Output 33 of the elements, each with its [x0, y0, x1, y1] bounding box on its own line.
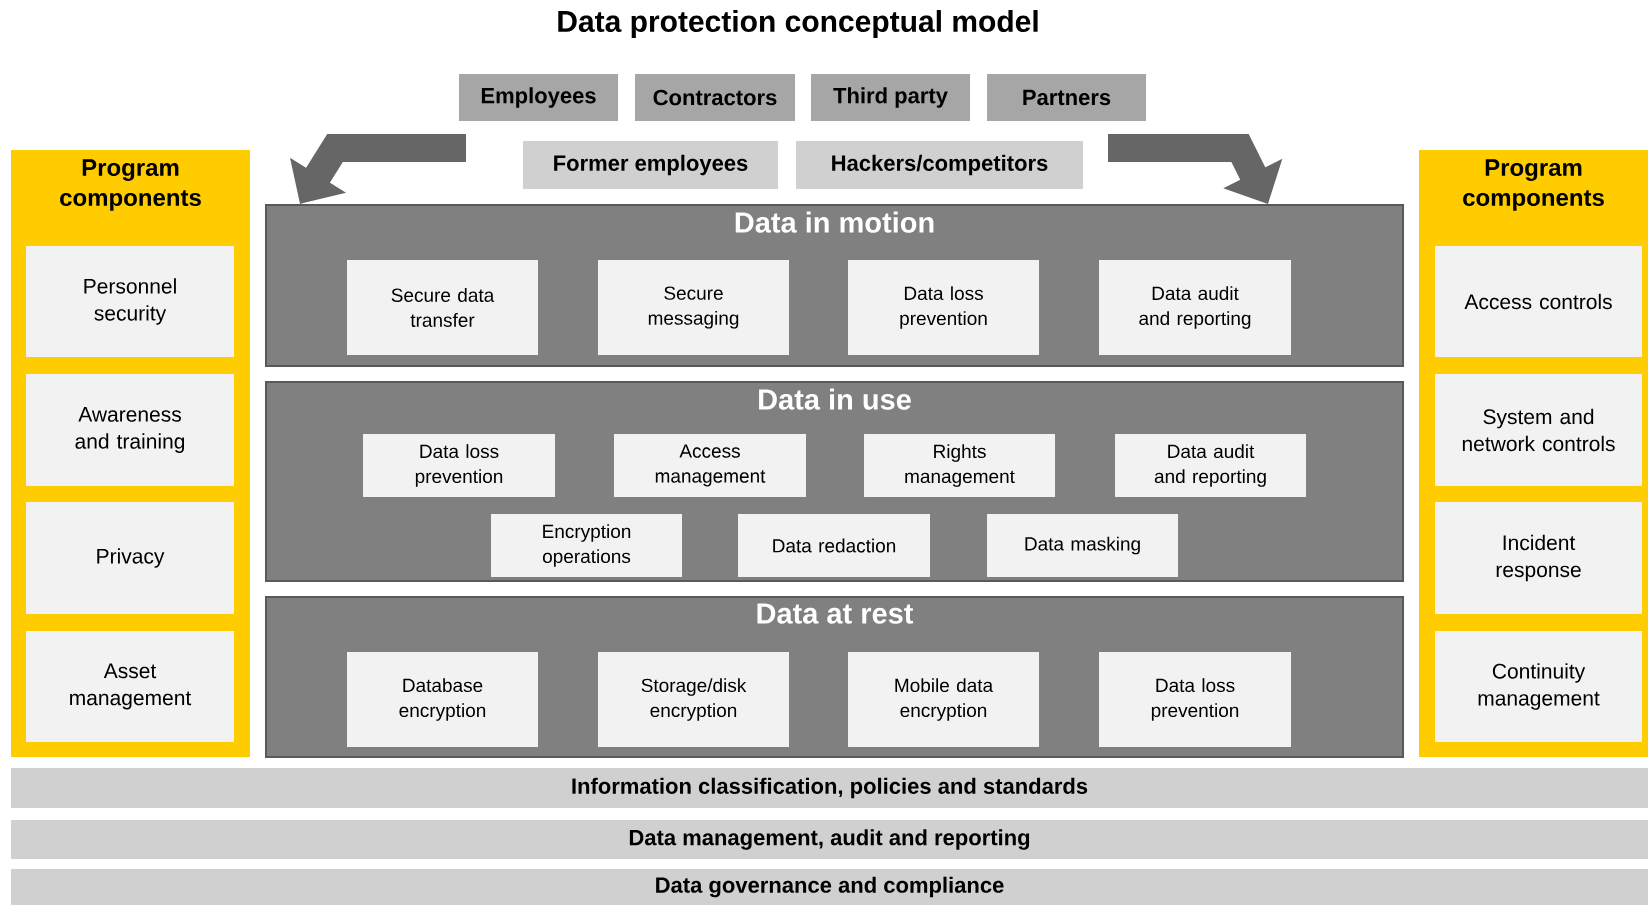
title: Data protection conceptual model	[558, 10, 1038, 38]
component-box: Awareness and training	[26, 374, 234, 486]
control-box: Secure messaging	[598, 260, 789, 355]
control-box: Database encryption	[347, 652, 538, 747]
actor-box: Third party	[811, 74, 970, 121]
component-box: Privacy	[26, 502, 234, 614]
component-box: Asset management	[26, 631, 234, 742]
control-box: Data loss prevention	[363, 434, 555, 497]
control-box: Access management	[614, 434, 806, 497]
control-box: Storage/disk encryption	[598, 652, 789, 747]
actor-box: Employees	[459, 74, 618, 121]
component-box: Personnel security	[26, 246, 234, 357]
control-box: Data masking	[987, 514, 1178, 577]
control-box: Secure data transfer	[347, 260, 538, 355]
actor-box: Hackers/competitors	[796, 141, 1083, 189]
foundation-bar: Data governance and compliance	[11, 869, 1648, 905]
control-box: Data audit and reporting	[1099, 260, 1291, 355]
control-box: Encryption operations	[491, 514, 682, 577]
component-box: Continuity management	[1435, 631, 1642, 742]
control-box: Mobile data encryption	[848, 652, 1039, 747]
foundation-bar: Information classification, policies and standards	[11, 768, 1648, 808]
control-box: Rights management	[864, 434, 1055, 497]
control-box: Data loss prevention	[848, 260, 1039, 355]
control-box: Data audit and reporting	[1115, 434, 1306, 497]
actor-box: Contractors	[635, 74, 795, 121]
component-box: System and network controls	[1435, 374, 1642, 486]
control-box: Data redaction	[738, 514, 930, 577]
component-box: Incident response	[1435, 502, 1642, 614]
foundation-bar: Data management, audit and reporting	[11, 820, 1648, 859]
control-box: Data loss prevention	[1099, 652, 1291, 747]
component-box: Access controls	[1435, 246, 1642, 357]
actor-box: Partners	[987, 74, 1146, 121]
actor-box: Former employees	[523, 141, 778, 189]
